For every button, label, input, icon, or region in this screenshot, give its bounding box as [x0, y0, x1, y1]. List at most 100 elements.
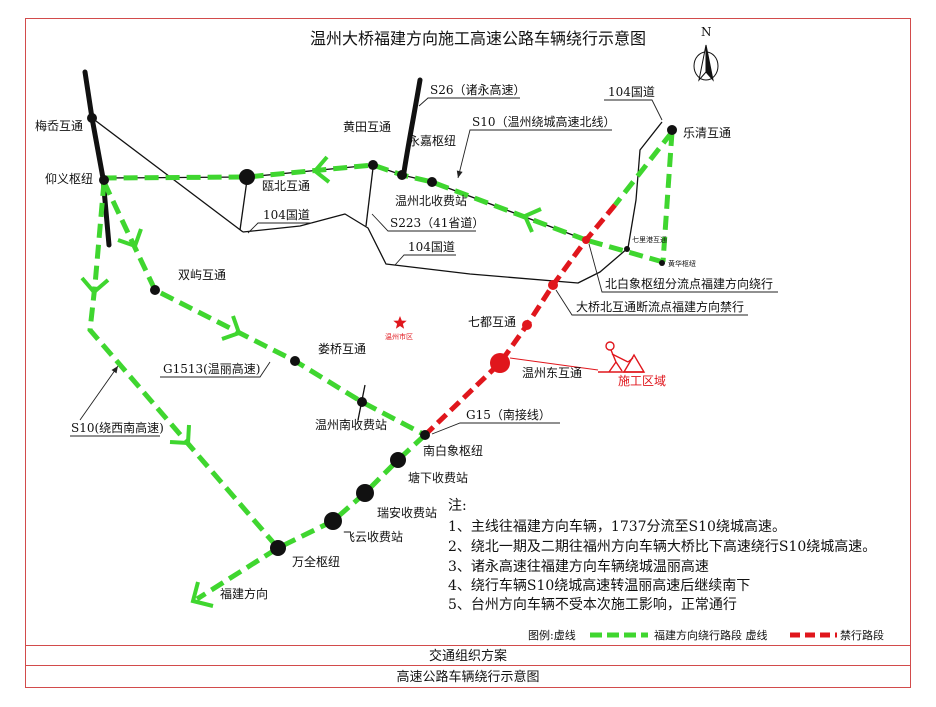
legend-detour-label: 福建方向绕行路段 虚线	[654, 628, 768, 642]
node-daqiaobei	[548, 280, 558, 290]
node-yongjia	[397, 170, 407, 180]
direction-arrow-s10-southwest-upper	[80, 276, 110, 295]
label-feiyun: 飞云收费站	[343, 530, 403, 544]
north-label: N	[701, 25, 712, 39]
direction-arrow-s10-north-east	[522, 207, 542, 233]
label-construction-zone: 施工区域	[618, 374, 666, 388]
label-s26: S26（诸永高速）	[430, 82, 526, 97]
label-104-mid: 104国道	[408, 240, 455, 254]
node-feiyun	[324, 512, 342, 530]
node-beibaixiang	[582, 236, 590, 244]
leader-s10-southwest	[70, 365, 160, 437]
label-ruian: 瑞安收费站	[377, 505, 437, 520]
notes-heading: 注:	[448, 498, 467, 514]
node-qiligang	[624, 246, 630, 252]
notes-block: 注: 1、主线往福建方向车辆，1737分流至S10绕城高速。 2、绕北一期及二期…	[448, 498, 876, 613]
label-fujian-direction: 福建方向	[220, 586, 268, 601]
leader-g1513	[160, 361, 271, 378]
footer-caption: 高速公路车辆绕行示意图	[396, 669, 539, 685]
node-yueqing	[667, 125, 677, 135]
note-item: 1、主线往福建方向车辆，1737分流至S10绕城高速。	[448, 518, 786, 535]
label-yueqing: 乐清互通	[683, 126, 731, 140]
node-louqiao	[290, 356, 300, 366]
label-104-west: 104国道	[263, 208, 310, 222]
detour-yueqing-to-huanghua	[660, 131, 675, 263]
road-104-national	[242, 121, 663, 284]
star-icon	[393, 316, 407, 329]
north-arrow-icon: N	[693, 25, 719, 82]
map-title: 温州大桥福建方向施工高速公路车辆绕行示意图	[310, 29, 646, 48]
node-huanghua	[659, 260, 665, 266]
node-shuangyu	[150, 285, 160, 295]
label-wenzhoubei: 温州北收费站	[395, 194, 467, 208]
node-ruian	[356, 484, 374, 502]
node-oubei	[239, 169, 255, 185]
node-wenzhoubei	[427, 177, 437, 187]
label-shuangyu: 双屿互通	[178, 268, 226, 282]
label-wenzhounan: 温州南收费站	[315, 417, 387, 432]
label-g15-south: G15（南接线）	[466, 407, 551, 422]
label-s10-north: S10（温州绕城高速北线）	[472, 114, 616, 129]
node-meiao	[87, 113, 97, 123]
node-tangxia	[390, 452, 406, 468]
leader-diversion	[588, 243, 778, 293]
leader-s26	[418, 97, 520, 107]
label-qiligang: 七里港互通	[632, 235, 667, 244]
road-s223	[365, 167, 374, 227]
detour-g15-yueqing-south	[613, 130, 674, 207]
label-oubei: 瓯北互通	[262, 179, 310, 193]
label-city: 温州市区	[385, 332, 413, 341]
legend-prefix: 图例:虚线	[528, 628, 576, 642]
label-yongjia: 永嘉枢纽	[408, 133, 456, 148]
leader-104-east	[604, 99, 663, 121]
direction-arrow-s10-north-west	[312, 155, 331, 184]
legend: 图例:虚线 福建方向绕行路段 虚线 禁行路段	[528, 628, 884, 642]
direction-arrow-fujian	[190, 581, 214, 608]
direction-arrow-g1513-lower	[221, 315, 242, 341]
callout-closure: 大桥北互通断流点福建方向禁行	[576, 299, 744, 314]
callout-diversion: 北白象枢纽分流点福建方向绕行	[605, 276, 773, 291]
label-louqiao: 娄桥互通	[318, 341, 366, 356]
label-wanquan: 万全枢纽	[292, 554, 340, 569]
legend-closed-label: 禁行路段	[840, 628, 884, 642]
road-g15-northwest	[82, 69, 112, 248]
leader-104-mid	[394, 254, 456, 266]
label-s223: S223（41省道）	[390, 216, 484, 230]
road-meiao-link	[91, 117, 244, 233]
label-104-east: 104国道	[608, 85, 655, 99]
leader-closure	[555, 289, 748, 316]
road-s26	[401, 77, 423, 175]
road-oubei-link	[239, 179, 248, 231]
leader-s10-southwest-arrowhead	[111, 366, 118, 374]
detour-huanghua-to-beibaixiang	[585, 237, 664, 265]
label-yangyi: 仰义枢纽	[45, 171, 93, 186]
label-g1513: G1513(温丽高速)	[163, 361, 261, 376]
note-item: 3、诸永高速往福建方向车辆绕城温丽高速	[448, 558, 709, 575]
leader-s10-north	[457, 129, 612, 179]
label-huangtian: 黄田互通	[343, 120, 391, 134]
leader-g15-south	[431, 422, 560, 435]
leader-s223	[371, 213, 476, 232]
node-wanquan	[270, 540, 286, 556]
label-nanbaixiang: 南白象枢纽	[423, 443, 483, 458]
node-wenzhoudong	[490, 353, 510, 373]
direction-arrow-g1513-upper	[117, 228, 143, 249]
node-qidu	[522, 320, 532, 330]
node-huangtian	[368, 160, 378, 170]
label-qidu: 七都互通	[468, 315, 516, 329]
label-s10-southwest: S10(绕西南高速)	[71, 420, 164, 435]
footer-plan: 交通组织方案	[429, 648, 507, 664]
note-item: 5、台州方向车辆不受本次施工影响，正常通行	[448, 596, 737, 613]
node-yangyi	[99, 175, 109, 185]
leader-104-west	[247, 222, 312, 234]
leader-construction	[509, 357, 599, 371]
map-border	[25, 18, 911, 688]
leader-s10-north-arrowhead	[456, 170, 463, 178]
detour-s10-southwest	[87, 181, 280, 550]
closed-g15-wenzhou-bridge	[423, 203, 617, 437]
detour-s10-north	[103, 162, 587, 243]
node-wenzhounan	[357, 397, 367, 407]
note-item: 2、绕北一期及二期往福州方向车辆大桥比下高速绕行S10绕城高速。	[448, 538, 876, 555]
node-nanbaixiang	[420, 430, 430, 440]
